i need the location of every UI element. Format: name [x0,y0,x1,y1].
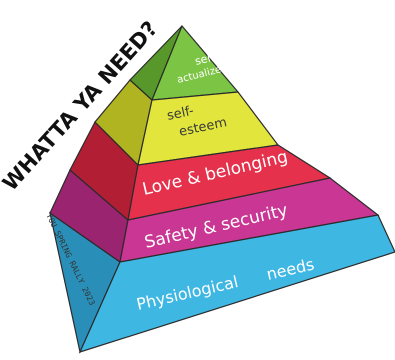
level-1-front [78,214,395,353]
level-5-label-1: self- [194,50,219,68]
level-4-label-1: self- [166,104,196,124]
